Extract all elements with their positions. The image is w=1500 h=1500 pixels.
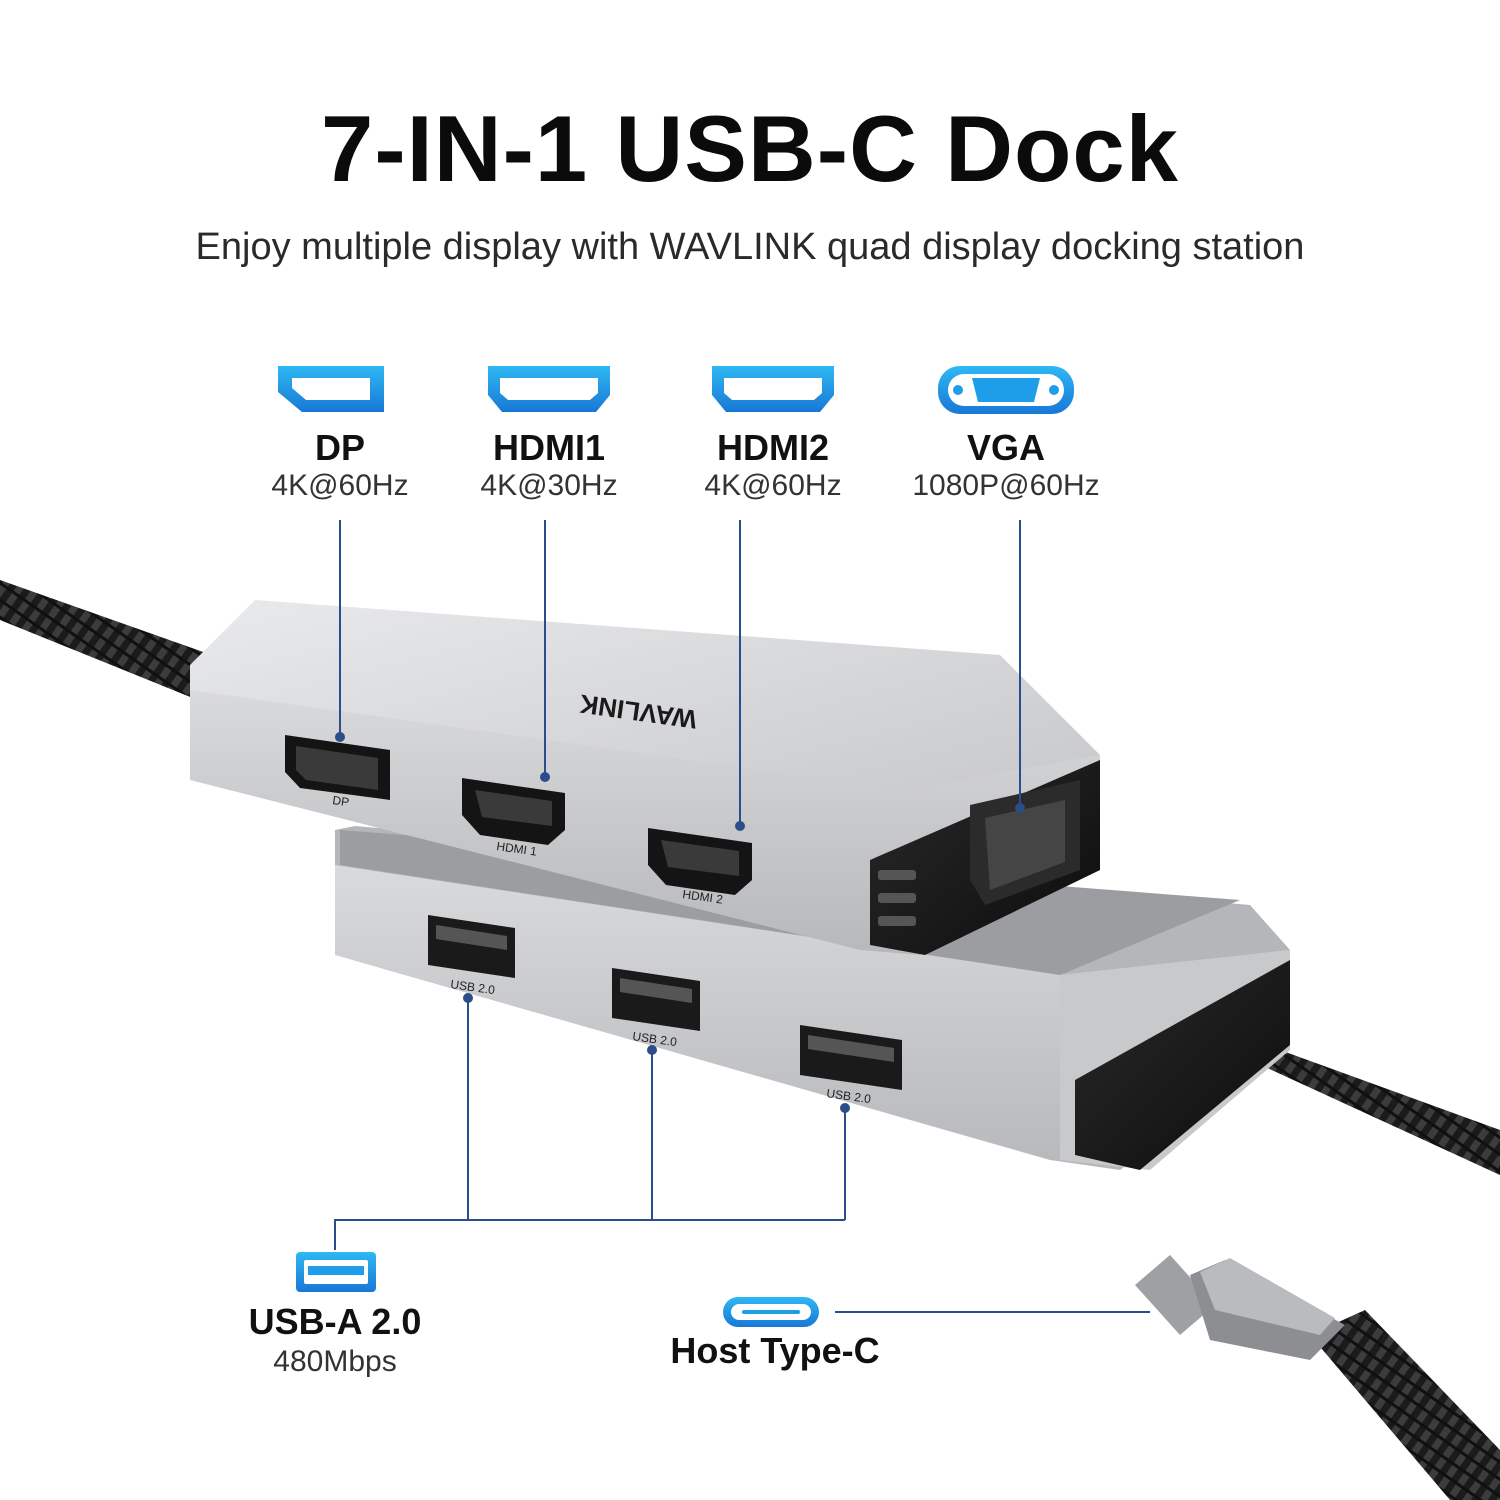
dp-port: DP: [285, 735, 390, 809]
vga-icon: [938, 366, 1074, 414]
usb-c-icon: [723, 1297, 819, 1327]
hdmi1-name: HDMI1: [492, 427, 605, 468]
vga-name: VGA: [966, 427, 1045, 468]
page-title: 7-IN-1 USB-C Dock: [321, 96, 1179, 201]
vga-port: [970, 780, 1080, 905]
usb-a-icon: [296, 1252, 376, 1292]
leader-dots: [335, 732, 1025, 1113]
hdmi2-label-group: HDMI2 4K@60Hz: [653, 428, 893, 504]
vga-spec: 1080P@60Hz: [912, 469, 1100, 502]
hdmi2-port: HDMI 2: [648, 828, 752, 907]
left-cable: [0, 580, 240, 705]
host-type-c-label: Host Type-C: [670, 1330, 880, 1371]
hdmi-icon: [712, 366, 834, 412]
usb-port-2-label: USB 2.0: [632, 1029, 679, 1049]
dp-label-group: DP 4K@60Hz: [220, 428, 460, 504]
hdmi2-name: HDMI2: [716, 427, 829, 468]
hdmi-icon: [488, 366, 610, 412]
hdmi2-port-label: HDMI 2: [682, 887, 725, 907]
vent: [878, 893, 916, 903]
hdmi1-port: HDMI 1: [462, 778, 565, 859]
hdmi1-spec: 4K@30Hz: [480, 469, 618, 502]
usb-port-3-label: USB 2.0: [826, 1086, 873, 1106]
page-subtitle: Enjoy multiple display with WAVLINK quad…: [195, 226, 1305, 268]
right-cable: [1225, 1030, 1500, 1500]
hdmi1-label-group: HDMI1 4K@30Hz: [429, 428, 669, 504]
leader-lines: [334, 520, 1150, 1313]
vent: [878, 916, 916, 926]
displayport-icon: [278, 366, 384, 412]
usb-c-connector: [1135, 1255, 1345, 1360]
usb-port-2: USB 2.0: [612, 968, 700, 1049]
dp-port-label: DP: [332, 793, 350, 809]
usb-a-name: USB-A 2.0: [248, 1301, 422, 1342]
usb-port-1: USB 2.0: [428, 915, 515, 997]
usb-a-spec: 480Mbps: [273, 1345, 397, 1378]
dp-name: DP: [314, 427, 365, 468]
usb-a-label-group: USB-A 2.0 480Mbps: [215, 1302, 455, 1382]
usb-port-3: USB 2.0: [800, 1025, 902, 1106]
dp-spec: 4K@60Hz: [271, 469, 409, 502]
vent: [878, 870, 916, 880]
hdmi1-port-label: HDMI 1: [496, 839, 539, 859]
vga-label-group: VGA 1080P@60Hz: [886, 428, 1126, 504]
usb-port-1-label: USB 2.0: [450, 977, 497, 997]
hdmi2-spec: 4K@60Hz: [704, 469, 842, 502]
